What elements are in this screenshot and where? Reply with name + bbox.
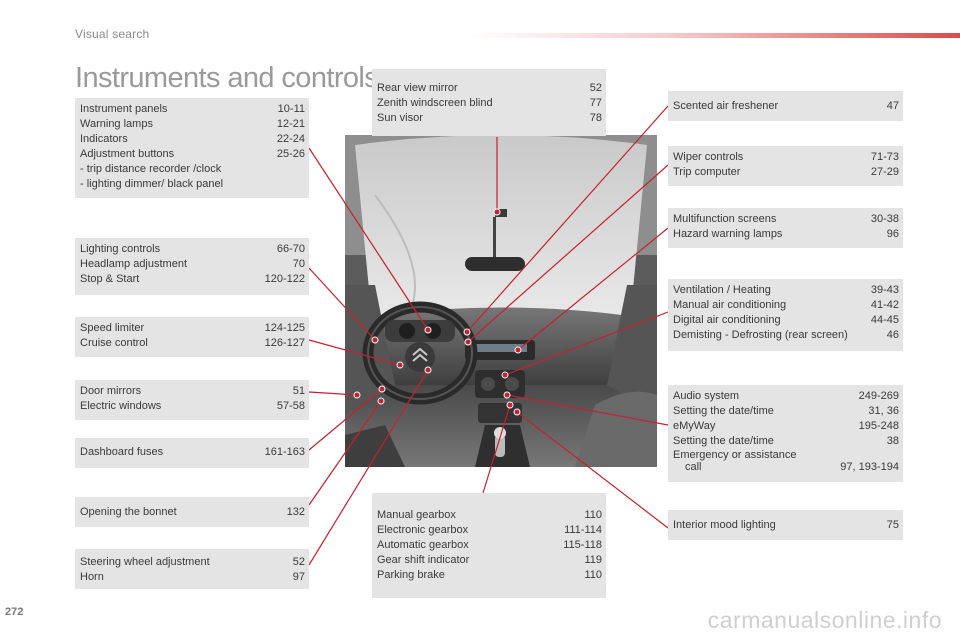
header-accent-bar [470,33,960,38]
page-title: Instruments and controls [75,62,379,94]
section-header: Visual search [75,27,150,41]
index-subitem: - lighting dimmer/ black panel [80,178,224,190]
watermark: carmanualsonline.info [707,607,942,633]
dashboard-illustration [345,135,657,467]
index-subitem: - trip distance recorder /clock [80,163,222,175]
index-row[interactable]: Demisting - Defrosting (rear screen)46 [673,329,899,341]
index-row-label: Emergency or assistance [673,449,797,461]
page-number: 272 [5,606,24,618]
